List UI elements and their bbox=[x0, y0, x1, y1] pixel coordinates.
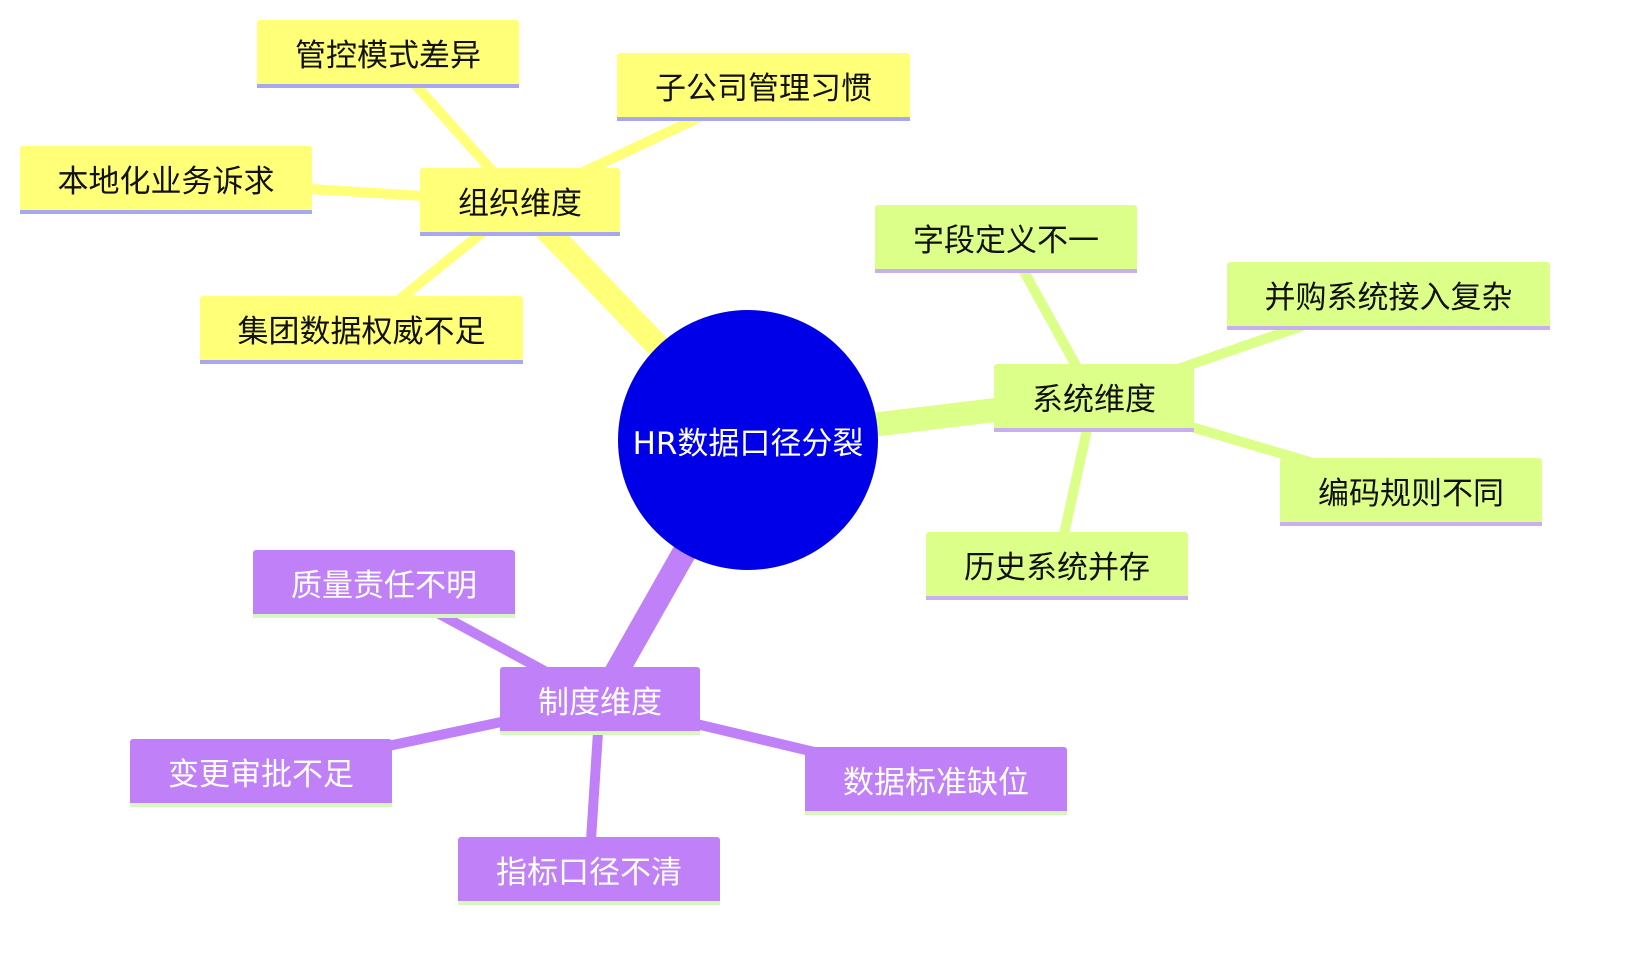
root-node-label: HR数据口径分裂 bbox=[632, 425, 864, 462]
leaf-node-sys-2[interactable]: 并购系统接入复杂 bbox=[1227, 262, 1550, 330]
leaf-node-org-3-label: 本地化业务诉求 bbox=[57, 163, 275, 200]
branch-node-sys-label: 系统维度 bbox=[1032, 381, 1156, 418]
leaf-node-sys-1[interactable]: 字段定义不一 bbox=[875, 205, 1137, 273]
leaf-node-policy-2[interactable]: 变更审批不足 bbox=[130, 739, 392, 807]
leaf-node-policy-3[interactable]: 指标口径不清 bbox=[458, 837, 720, 905]
branch-node-policy-label: 制度维度 bbox=[538, 684, 662, 721]
leaf-node-sys-3[interactable]: 编码规则不同 bbox=[1280, 458, 1542, 526]
leaf-node-org-3[interactable]: 本地化业务诉求 bbox=[20, 146, 312, 214]
leaf-node-policy-2-label: 变更审批不足 bbox=[168, 756, 354, 793]
leaf-node-org-1[interactable]: 管控模式差异 bbox=[257, 20, 519, 88]
leaf-node-org-2-label: 子公司管理习惯 bbox=[655, 70, 872, 107]
leaf-node-sys-3-label: 编码规则不同 bbox=[1318, 475, 1504, 512]
leaf-node-sys-2-label: 并购系统接入复杂 bbox=[1264, 279, 1513, 316]
root-node[interactable]: HR数据口径分裂 bbox=[618, 310, 878, 570]
leaf-node-policy-3-label: 指标口径不清 bbox=[496, 854, 682, 891]
leaf-node-org-2[interactable]: 子公司管理习惯 bbox=[617, 53, 910, 121]
leaf-node-sys-4[interactable]: 历史系统并存 bbox=[926, 532, 1188, 600]
branch-node-sys[interactable]: 系统维度 bbox=[994, 364, 1194, 432]
leaf-node-sys-1-label: 字段定义不一 bbox=[913, 222, 1099, 259]
leaf-node-policy-4[interactable]: 数据标准缺位 bbox=[805, 747, 1067, 815]
leaf-node-policy-1-label: 质量责任不明 bbox=[291, 567, 477, 604]
leaf-node-policy-4-label: 数据标准缺位 bbox=[843, 764, 1029, 801]
branch-node-org-label: 组织维度 bbox=[458, 185, 582, 222]
leaf-node-org-1-label: 管控模式差异 bbox=[295, 37, 481, 74]
leaf-node-policy-1[interactable]: 质量责任不明 bbox=[253, 550, 515, 618]
leaf-node-sys-4-label: 历史系统并存 bbox=[964, 549, 1150, 586]
branch-node-policy[interactable]: 制度维度 bbox=[500, 667, 700, 735]
leaf-node-org-4[interactable]: 集团数据权威不足 bbox=[200, 296, 523, 364]
branch-node-org[interactable]: 组织维度 bbox=[420, 168, 620, 236]
leaf-node-org-4-label: 集团数据权威不足 bbox=[237, 313, 486, 350]
